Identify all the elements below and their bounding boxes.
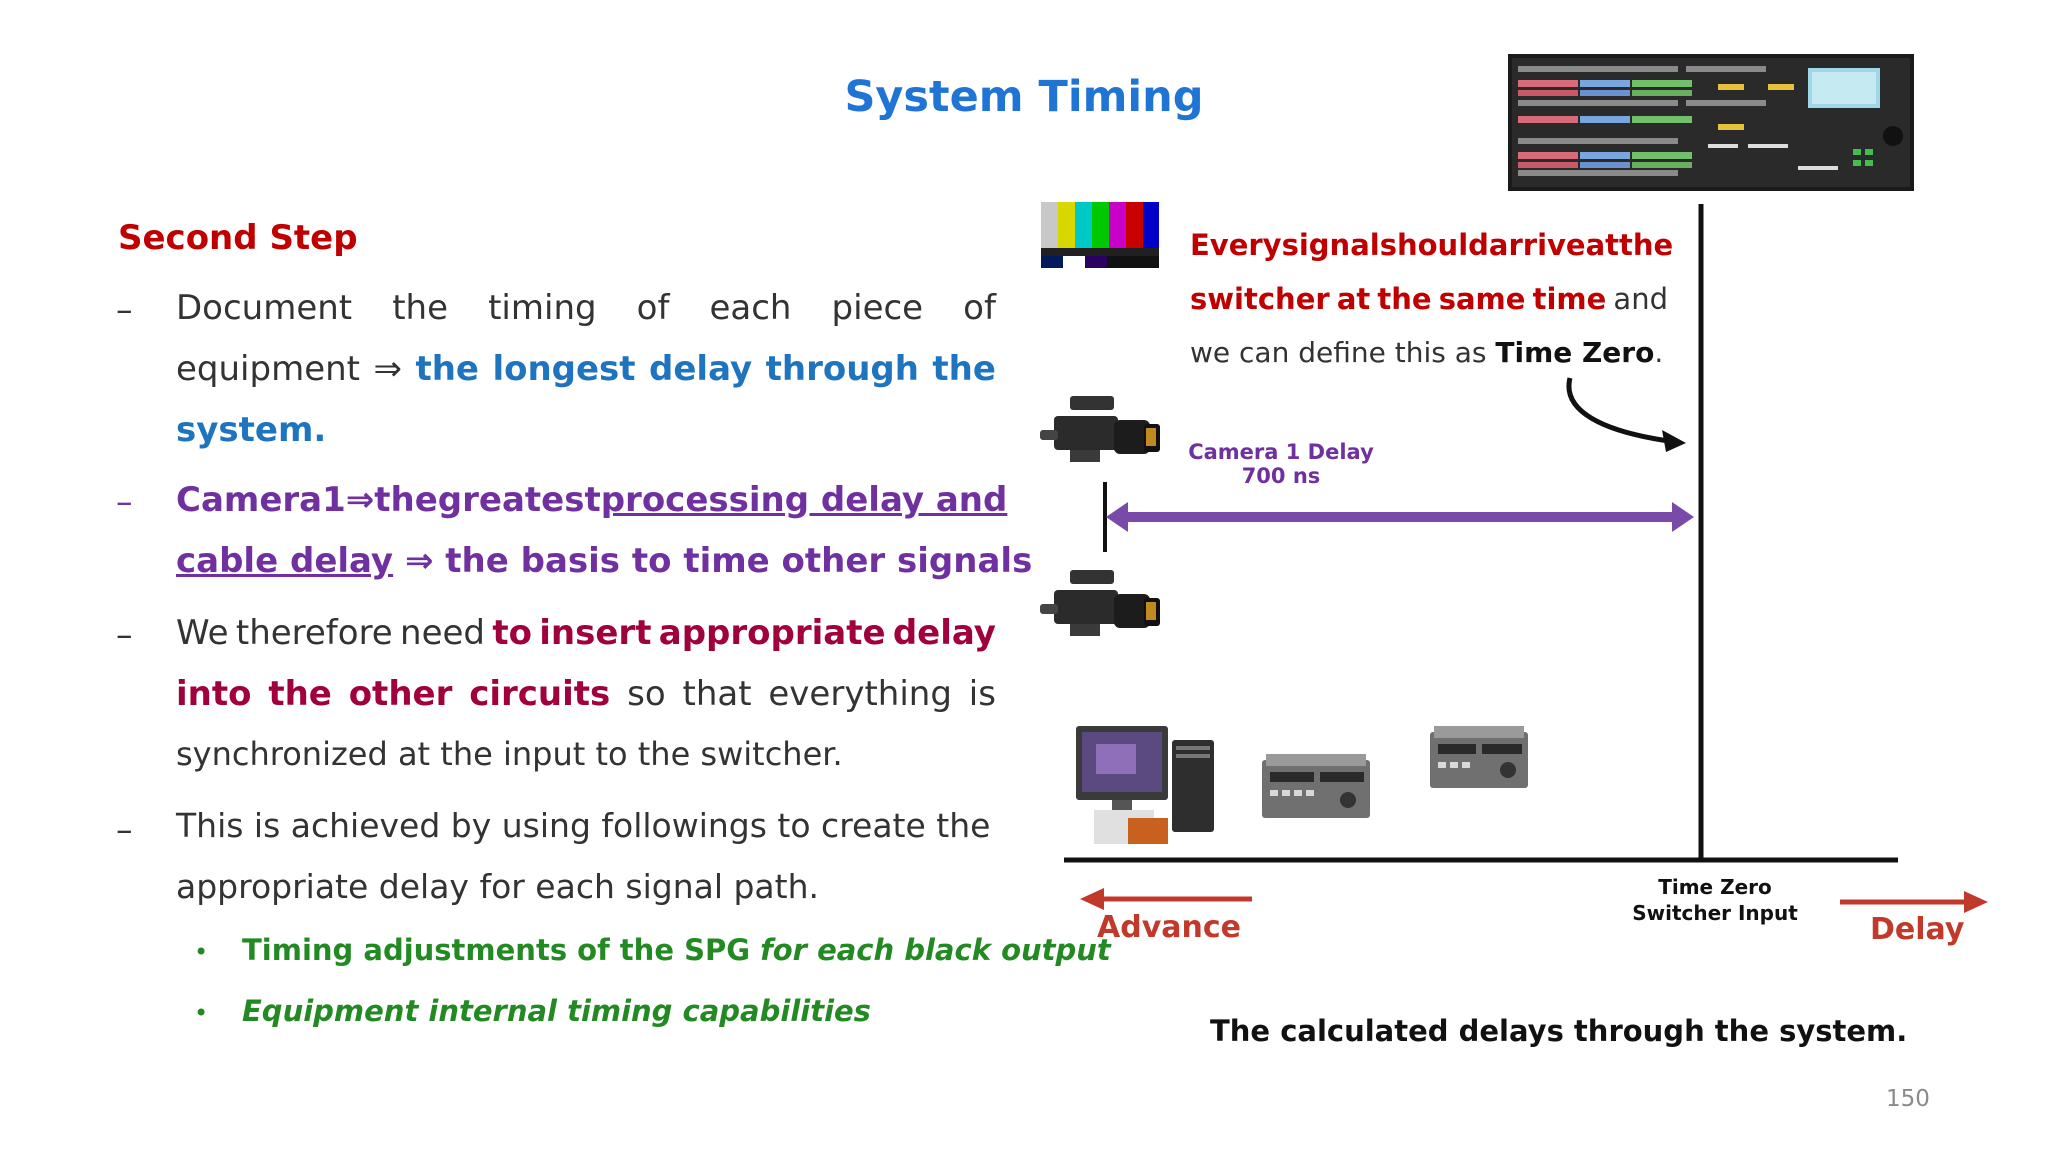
time-zero-label: Time Zero Switcher Input: [1632, 875, 1798, 925]
second-step-heading: Second Step: [118, 218, 358, 258]
sub-bullet-dot: •: [194, 999, 209, 1027]
delay-label: Delay: [1870, 912, 1965, 947]
color-bars-icon: [1041, 202, 1159, 268]
camera-2-icon: [1040, 570, 1160, 636]
bullet-1-line-1: Document the timing of each piece of: [176, 288, 996, 328]
bullet-3-line-2: into the other circuits so that everythi…: [176, 674, 996, 714]
bullet-3-line-3: synchronized at the input to the switche…: [176, 735, 843, 773]
graphics-workstation-icon: [1076, 726, 1214, 844]
bullet-1-line-2: equipment ⇒ the longest delay through th…: [176, 349, 996, 389]
note-line-3: we can define this as Time Zero.: [1190, 336, 1664, 369]
sub-bullet-1: Timing adjustments of the SPG for each b…: [242, 933, 1111, 967]
bullet-2-line-2: cable delay ⇒ the basis to time other si…: [176, 541, 1033, 581]
bullet-4-line-2: appropriate delay for each signal path.: [176, 867, 820, 906]
vtr-2-icon: [1430, 726, 1528, 788]
note-line-2: switcher at the same time and: [1190, 282, 1668, 316]
bullet-3-line-1: We therefore need to insert appropriate …: [176, 613, 996, 653]
note-line-1: Every signal should arrive at the: [1190, 228, 1674, 262]
slide-title: System Timing: [844, 72, 1204, 122]
sub-bullet-dot: •: [194, 938, 209, 966]
camera-1-icon: [1040, 396, 1160, 462]
diagram-caption: The calculated delays through the system…: [1210, 1014, 1908, 1048]
advance-label: Advance: [1097, 910, 1241, 945]
bullet-dash: –: [116, 290, 133, 329]
bullet-4-line-1: This is achieved by using followings to …: [176, 806, 991, 845]
time-zero-pointer-arrow: [1566, 377, 1677, 445]
bullet-dash: –: [116, 615, 133, 654]
bullet-dash: –: [116, 482, 133, 521]
camera-1-delay-label: Camera 1 Delay 700 ns: [1188, 440, 1374, 488]
vtr-1-icon: [1262, 754, 1370, 818]
page-number: 150: [1886, 1086, 1930, 1112]
bullet-1-line-3: system.: [176, 410, 327, 450]
sub-bullet-2: Equipment internal timing capabilities: [242, 994, 871, 1028]
bullet-dash: –: [116, 810, 133, 849]
switcher-console-image: [1508, 54, 1914, 191]
bullet-2-line-1: Camera 1 ⇒ the greatest processing delay…: [176, 480, 1008, 520]
